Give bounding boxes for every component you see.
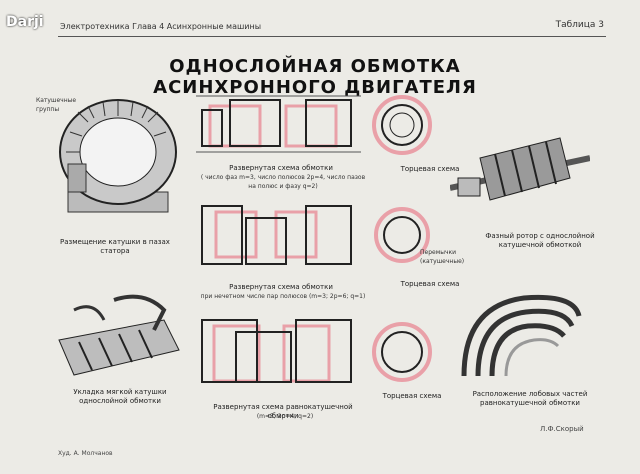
caption-end-2: Торцевая схема bbox=[400, 280, 460, 288]
end-diagram-1 bbox=[372, 95, 432, 155]
caption-unrolled-2-params: при нечетном числе пар полюсов (m=3; 2p=… bbox=[200, 293, 366, 300]
caption-unrolled-1-params: ( число фаз m=3, число полюсов 2p=4, чис… bbox=[200, 174, 366, 190]
phase-rotor-illustration bbox=[450, 137, 590, 201]
watermark-logo: Darji bbox=[6, 14, 44, 30]
caption-unrolled-3: Развернутая схема равнокатушечной обмотк… bbox=[213, 403, 353, 420]
footer-author: Л.Ф.Скорый bbox=[540, 425, 584, 433]
header: Электротехника Глава 4 Асинхронные машин… bbox=[0, 18, 640, 36]
unrolled-diagram-1 bbox=[196, 95, 361, 153]
footer-artist: Худ. А. Молчанов bbox=[58, 450, 113, 457]
frontal-parts-illustration bbox=[461, 294, 582, 377]
end-diagram-3 bbox=[372, 322, 432, 382]
caption-end-1: Торцевая схема bbox=[400, 165, 460, 173]
caption-unrolled-2: Развернутая схема обмотки bbox=[229, 283, 333, 291]
unrolled-diagram-3 bbox=[201, 319, 352, 383]
caption-end-3: Торцевая схема bbox=[382, 392, 442, 400]
header-left: Электротехника Глава 4 Асинхронные машин… bbox=[60, 22, 262, 31]
header-right: Таблица 3 bbox=[555, 20, 604, 30]
header-rule bbox=[58, 36, 606, 37]
caption-soft-coil: Укладка мягкой катушки однослойной обмот… bbox=[73, 388, 167, 405]
unrolled-diagram-2 bbox=[201, 205, 352, 265]
end-diagram-2 bbox=[374, 207, 430, 263]
caption-jumpers: Перемычки (катушечные) bbox=[420, 249, 465, 265]
caption-stator-placement: Размещение катушки в пазах статора bbox=[60, 238, 170, 255]
caption-unrolled-1: Развернутая схема обмотки bbox=[229, 164, 333, 172]
caption-frontal: Расположение лобовых частей равнокатушеч… bbox=[472, 390, 588, 407]
caption-phase-rotor: Фазный ротор с однослойной катушечной об… bbox=[485, 232, 595, 249]
caption-unrolled-3-params: (m=3; 2p=4; q=2) bbox=[256, 413, 314, 420]
caption-coil-groups: Катушечные группы bbox=[36, 97, 77, 113]
page-title: ОДНОСЛОЙНАЯ ОБМОТКА АСИНХРОННОГО ДВИГАТЕ… bbox=[153, 56, 477, 98]
stator-illustration bbox=[59, 99, 177, 213]
soft-coil-illustration bbox=[58, 294, 180, 376]
